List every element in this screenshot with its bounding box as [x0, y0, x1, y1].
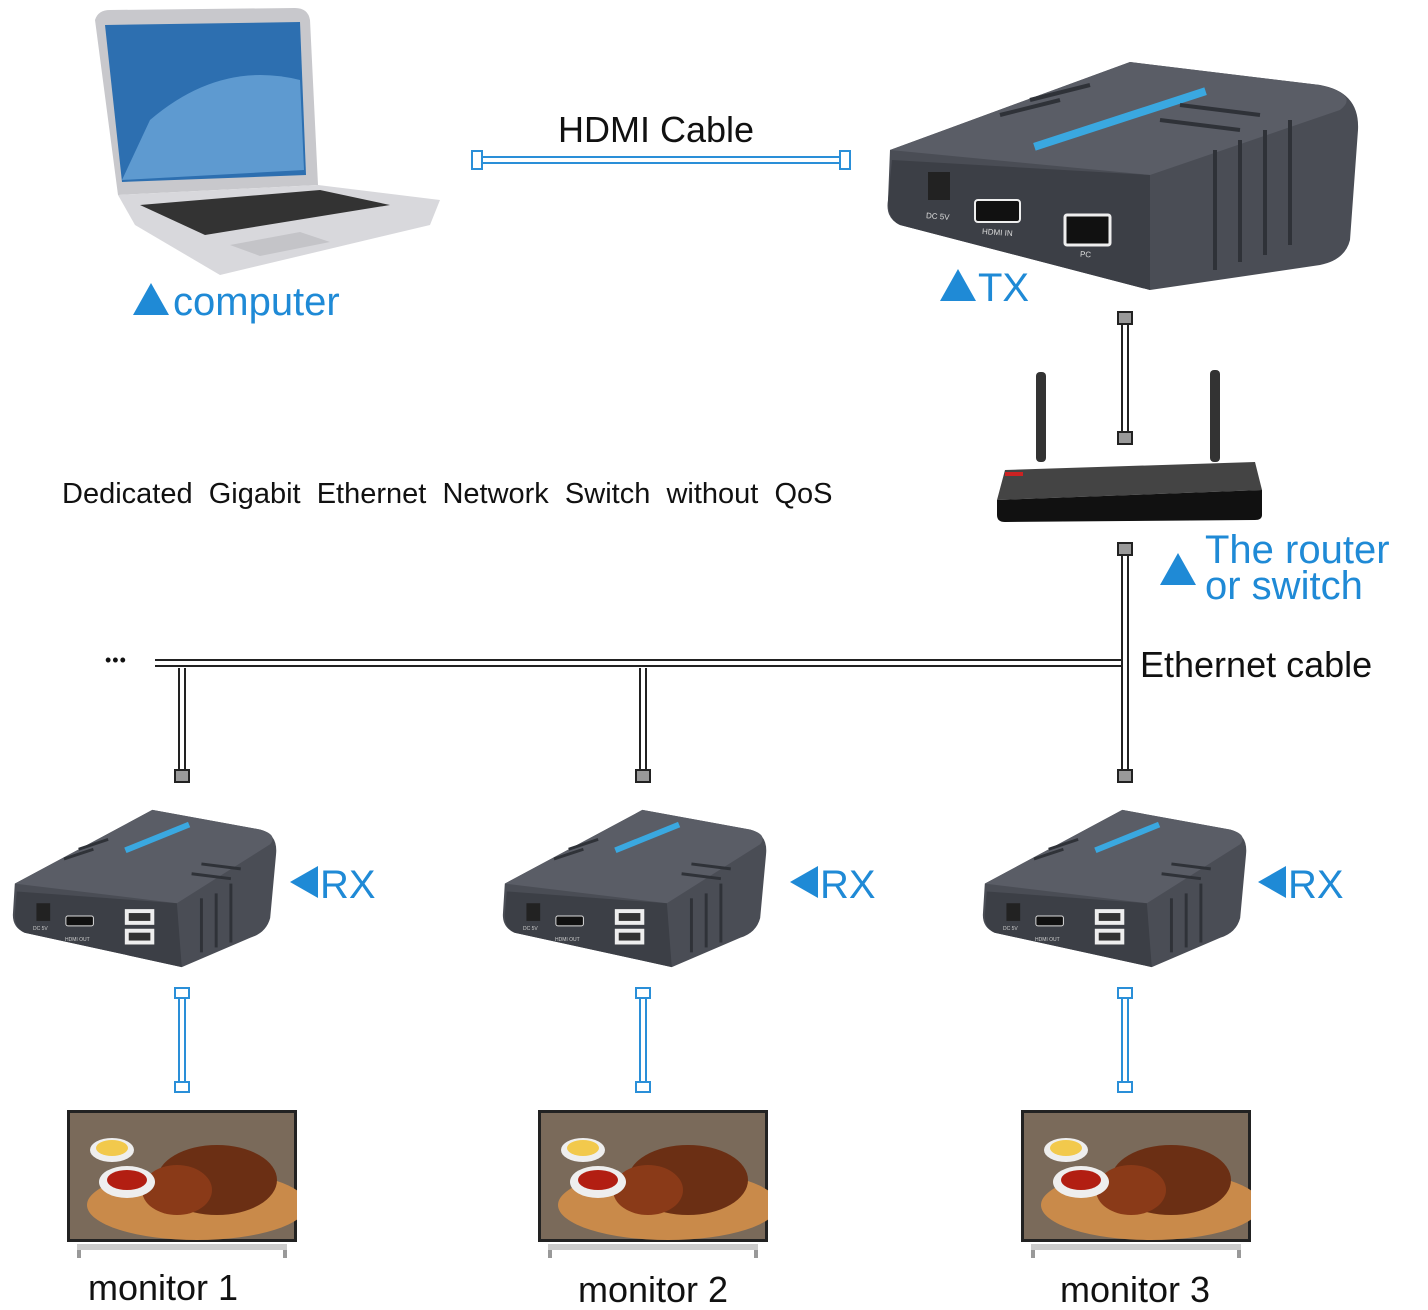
left-arrow-icon — [290, 866, 318, 898]
tx-port-dc: DC 5V — [925, 211, 950, 222]
ethernet-cable-router-down — [1117, 542, 1133, 783]
rx2-port-dc: DC 5V — [523, 926, 538, 932]
rx-label-3: RX — [1258, 865, 1344, 905]
rx1-port-dc: DC 5V — [33, 926, 48, 932]
monitor-3-illustration — [1021, 1110, 1251, 1258]
hdmi-cable-top — [471, 150, 851, 170]
ethernet-bus — [155, 659, 1122, 783]
monitor-1-illustration — [67, 1110, 297, 1258]
monitor-label-2: monitor 2 — [578, 1269, 729, 1310]
rx-device-2-illustration — [501, 808, 768, 969]
rx3-port-dc: DC 5V — [1003, 926, 1018, 932]
hdmi-cable-label: HDMI Cable — [558, 109, 755, 150]
ethernet-cable-tx-router — [1117, 311, 1133, 445]
rx-device-1-illustration — [11, 808, 278, 969]
more-ellipsis: ••• — [105, 650, 127, 670]
tx-device-illustration — [887, 62, 1359, 290]
router-label: The router or switch — [1205, 528, 1390, 608]
rx1-port-hdmi-out: HDMI OUT — [65, 937, 90, 943]
computer-label: computer — [133, 282, 340, 322]
hdmi-cables-bottom — [174, 987, 1133, 1093]
laptop-illustration — [95, 8, 440, 275]
tx-label: TX — [940, 268, 1029, 308]
router-illustration — [997, 370, 1262, 522]
rx2-port-hdmi-out: HDMI OUT — [555, 937, 580, 943]
left-arrow-icon — [1258, 866, 1286, 898]
monitor-label-3: monitor 3 — [1060, 1269, 1211, 1310]
up-arrow-icon — [1160, 553, 1196, 590]
up-arrow-icon — [940, 269, 976, 301]
monitor-label-1: monitor 1 — [88, 1267, 239, 1308]
tx-port-pc: PC — [1079, 249, 1092, 260]
rx3-port-hdmi-out: HDMI OUT — [1035, 937, 1060, 943]
rx-label-1: RX — [290, 865, 376, 905]
rx-device-3-illustration — [981, 808, 1248, 969]
ethernet-cable-label: Ethernet cable — [1140, 644, 1373, 685]
up-arrow-icon — [133, 283, 169, 315]
monitor-2-illustration — [538, 1110, 768, 1258]
rx-label-2: RX — [790, 865, 876, 905]
left-arrow-icon — [790, 866, 818, 898]
network-note: Dedicated Gigabit Ethernet Network Switc… — [62, 478, 833, 510]
